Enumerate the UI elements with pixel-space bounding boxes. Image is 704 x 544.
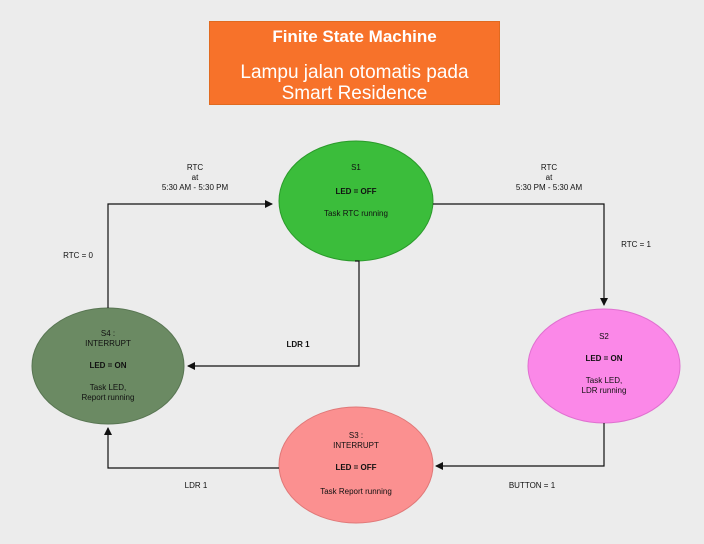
state-s3-task: Task Report running	[320, 487, 392, 496]
state-s2-led: LED = ON	[585, 354, 623, 363]
state-s2-task-1: Task LED,	[585, 376, 623, 385]
state-s4-led: LED = ON	[89, 361, 127, 370]
state-s3-name-2: INTERRUPT	[333, 441, 379, 450]
arrow-s1-to-s2	[433, 203, 608, 306]
diagram-subtitle: Lampu jalan otomatis pada Smart Residenc…	[210, 62, 499, 104]
state-s1-task: Task RTC running	[324, 209, 388, 218]
state-s2-text: S2 LED = ON Task LED, LDR running	[554, 332, 654, 396]
label-s4-s1-line-3: 5:30 AM - 5:30 PM	[161, 183, 229, 192]
arrow-s4-to-s1	[107, 200, 273, 308]
arrow-s2-to-s3	[435, 423, 605, 470]
subtitle-line-1: Lampu jalan otomatis pada	[240, 62, 469, 83]
state-s1-text: S1 LED = OFF Task RTC running	[306, 163, 406, 219]
subtitle-line-2: Smart Residence	[281, 83, 428, 104]
label-s4-s1-line-1: RTC	[186, 163, 204, 172]
label-rtc-0: RTC = 0	[63, 251, 93, 260]
label-s1-s2-line-1: RTC	[540, 163, 558, 172]
state-s3-name-1: S3 :	[348, 431, 364, 440]
label-ldr1-s1-s4: LDR 1	[286, 340, 310, 349]
title-box: Finite State Machine Lampu jalan otomati…	[209, 21, 500, 105]
state-s4-name-1: S4 :	[100, 329, 116, 338]
state-s3-text: S3 : INTERRUPT LED = OFF Task Report run…	[296, 431, 416, 497]
state-s1-name: S1	[351, 163, 361, 172]
arrow-s3-to-s4	[104, 427, 279, 469]
state-s4-text: S4 : INTERRUPT LED = ON Task LED, Report…	[58, 329, 158, 403]
state-s2-name: S2	[599, 332, 609, 341]
label-s4-s1-rtc: RTC at 5:30 AM - 5:30 PM	[145, 163, 245, 193]
state-s3-node	[278, 406, 434, 524]
label-button-1: BUTTON = 1	[508, 481, 556, 490]
label-s1-s2-line-3: 5:30 PM - 5:30 AM	[515, 183, 583, 192]
label-ldr1-s3-s4: LDR 1	[184, 481, 208, 490]
state-s4-task-1: Task LED,	[89, 383, 127, 392]
state-s4-name-2: INTERRUPT	[85, 339, 131, 348]
label-s1-s2-line-2: at	[545, 173, 553, 182]
label-s1-s2-rtc: RTC at 5:30 PM - 5:30 AM	[499, 163, 599, 193]
state-s1-led: LED = OFF	[335, 187, 377, 196]
label-rtc-1: RTC = 1	[621, 240, 651, 249]
state-s4-task-2: Report running	[81, 393, 135, 402]
state-s2-task-2: LDR running	[581, 386, 627, 395]
state-s3-led: LED = OFF	[335, 463, 377, 472]
diagram-title: Finite State Machine	[272, 27, 437, 46]
arrow-s1-to-s4	[187, 260, 360, 370]
label-s4-s1-line-2: at	[191, 173, 199, 182]
